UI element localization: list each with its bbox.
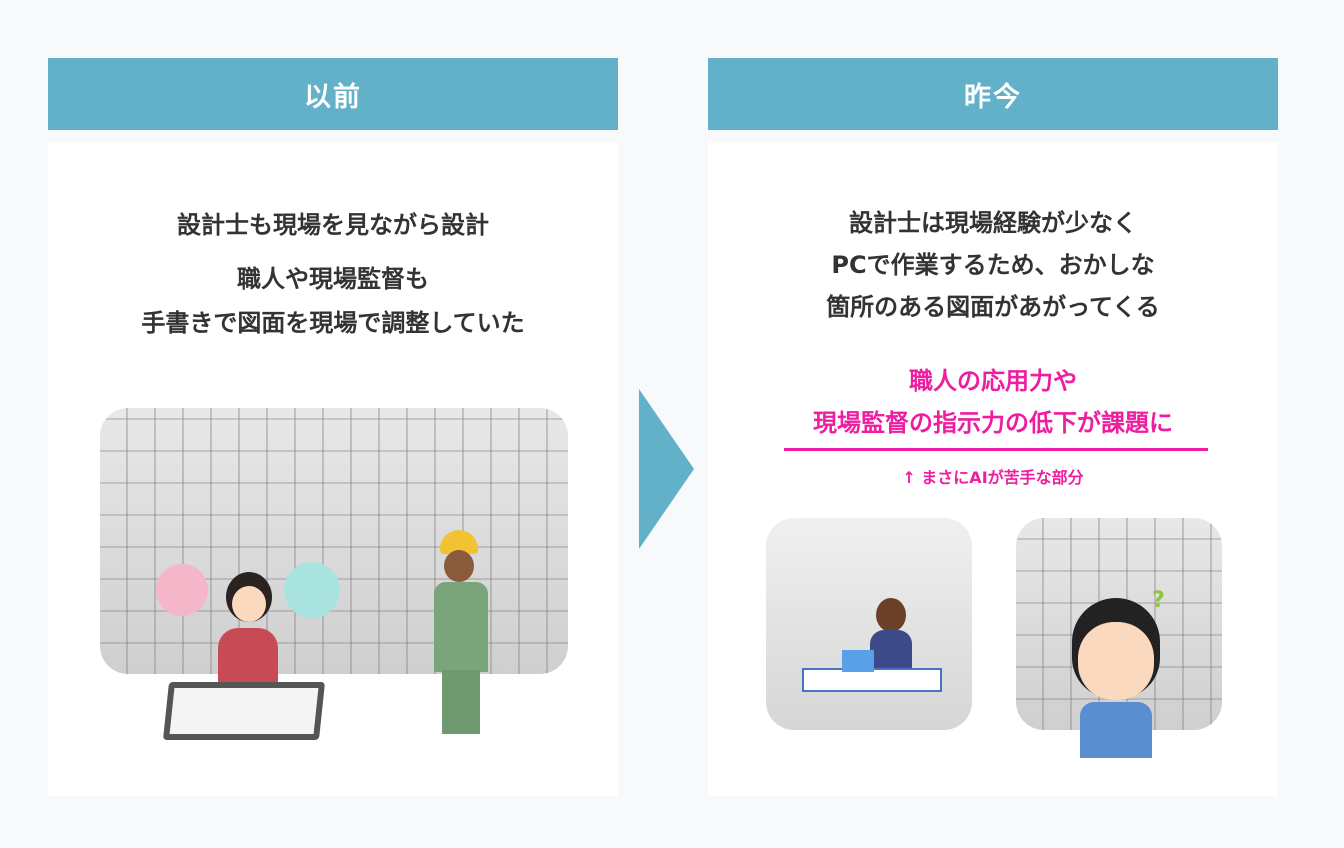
thought-bubble-house-icon [284,562,340,618]
before-text-3: 手書きで図面を現場で調整していた [141,309,525,337]
construction-site-image [100,408,568,674]
header-now: 昨今 [708,58,1278,130]
arrow-right-icon [639,389,694,549]
header-before: 以前 [48,58,618,130]
now-text-3: 箇所のある図面があがってくる [826,293,1160,321]
note-text: ↑ まさにAIが苦手な部分 [902,468,1084,487]
office-worker-illustration [802,592,942,768]
now-text-1: 設計士は現場経験が少なく [849,209,1137,237]
panel-now: 設計士は現場経験が少なく PCで作業するため、おかしな 箇所のある図面があがって… [708,142,1278,796]
confused-worker-illustration: ? [1068,588,1165,758]
highlight-underline [784,448,1208,451]
site-supervisor-illustration [432,530,492,740]
header-before-label: 以前 [304,81,362,113]
designer-woman-illustration [218,572,278,688]
thought-bubble-interior-icon [156,564,208,616]
header-now-label: 昨今 [964,81,1022,113]
tablet-blueprint-illustration [162,682,326,740]
highlight-text-1: 職人の応用力や [909,367,1077,395]
question-mark-icon: ? [1152,588,1165,613]
before-text-1: 設計士も現場を見ながら設計 [177,211,489,239]
now-text-2: PCで作業するため、おかしな [831,251,1155,279]
office-image [766,518,972,730]
before-text-2: 職人や現場監督も [237,265,429,293]
highlight-text-2: 現場監督の指示力の低下が課題に [813,409,1173,437]
panel-before: 設計士も現場を見ながら設計 職人や現場監督も 手書きで図面を現場で調整していた [48,142,618,796]
